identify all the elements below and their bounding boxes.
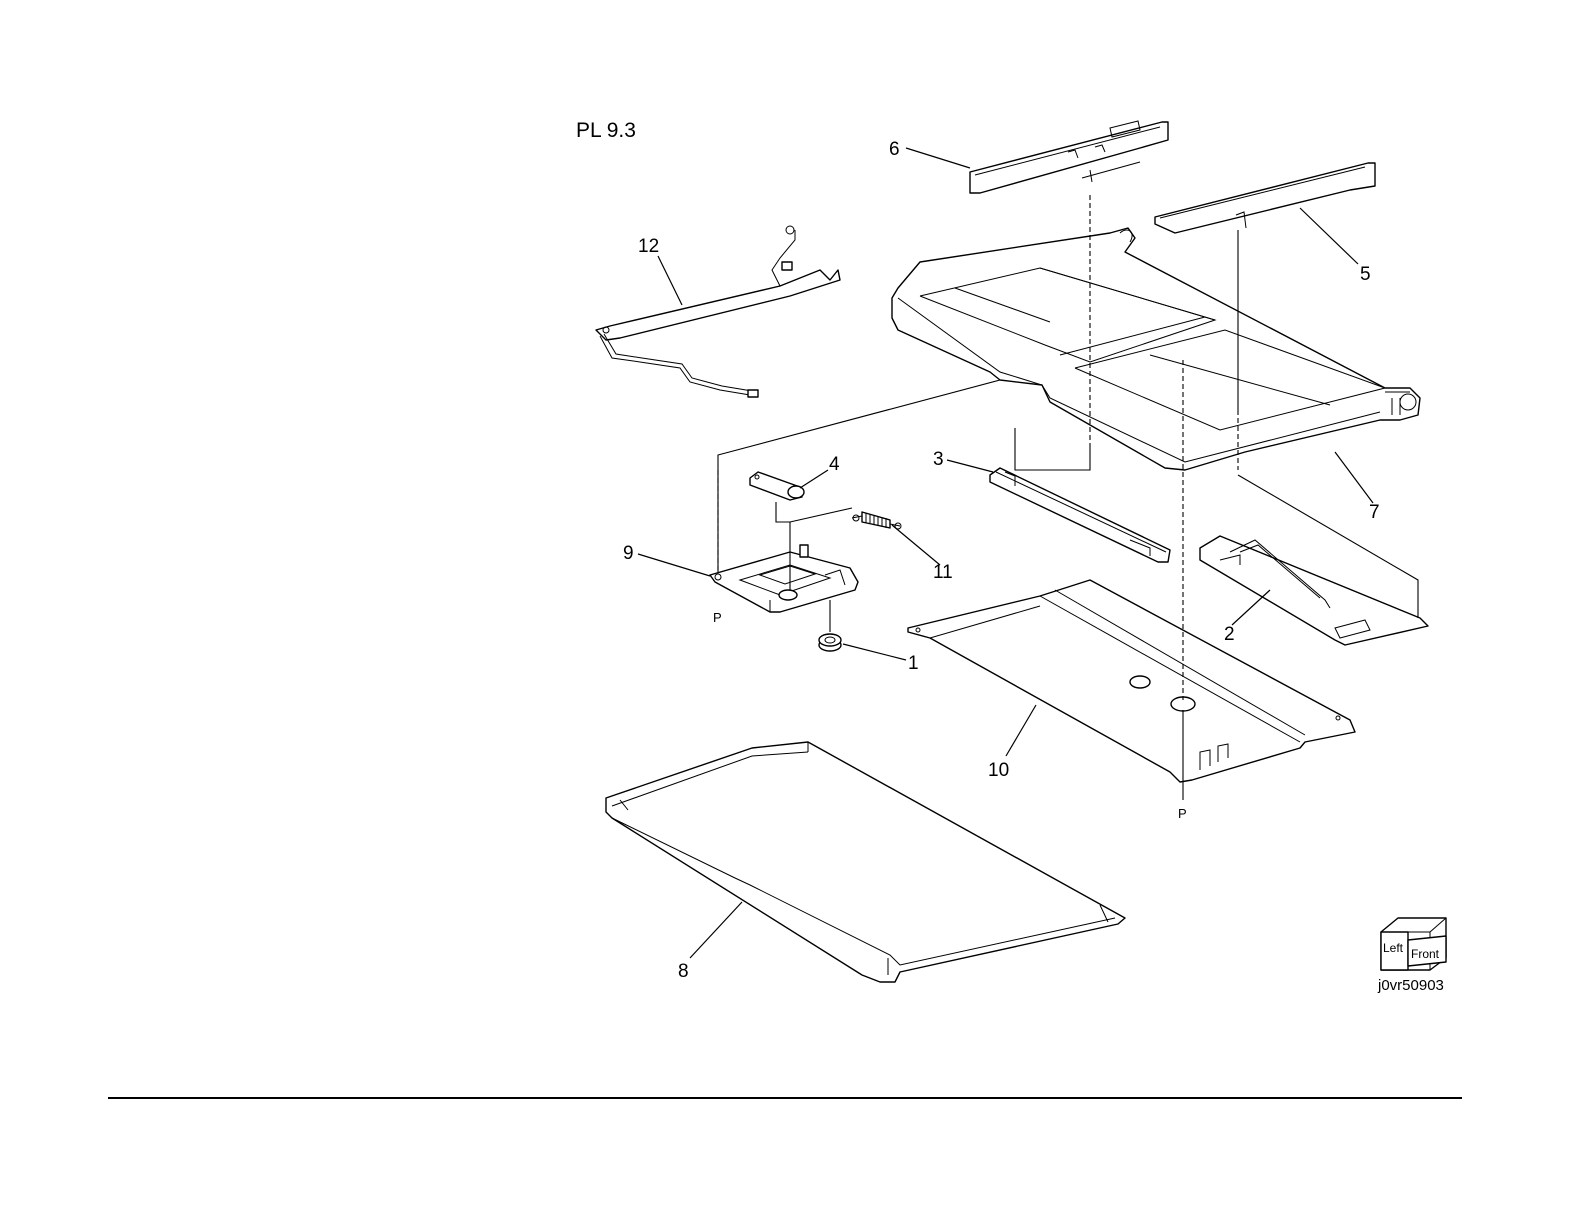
callout-2: 2 xyxy=(1224,624,1235,645)
callout-9: 9 xyxy=(623,543,634,564)
callout-3: 3 xyxy=(933,449,944,470)
part-3-bracket xyxy=(990,468,1170,562)
callout-12: 12 xyxy=(638,236,659,257)
callout-11: 11 xyxy=(933,562,953,583)
reference-mark-p-bottom: P xyxy=(1178,806,1187,821)
part-5-right-cover xyxy=(1155,163,1375,233)
callout-1: 1 xyxy=(908,653,919,674)
page-title: PL 9.3 xyxy=(576,119,636,142)
part-9-base xyxy=(710,545,858,612)
part-1-damper xyxy=(819,634,841,651)
reference-mark-p-left: P xyxy=(713,610,722,625)
orientation-left-label: Left xyxy=(1383,941,1404,955)
part-6-upper-cover xyxy=(970,121,1168,193)
callout-5: 5 xyxy=(1360,264,1371,285)
part-7-tray-frame xyxy=(892,228,1420,470)
part-12-wire-harness xyxy=(596,226,840,397)
part-8-bottom-tray xyxy=(606,742,1125,982)
callout-6: 6 xyxy=(889,139,900,160)
orientation-front-label: Front xyxy=(1411,947,1440,961)
figure-id: j0vr50903 xyxy=(1377,977,1444,994)
orientation-cube-icon: Left Front xyxy=(1381,918,1446,970)
part-4-actuator xyxy=(750,472,804,500)
callout-10: 10 xyxy=(988,760,1009,781)
callout-8: 8 xyxy=(678,961,689,982)
callout-4: 4 xyxy=(829,454,840,475)
callout-7: 7 xyxy=(1369,502,1380,523)
